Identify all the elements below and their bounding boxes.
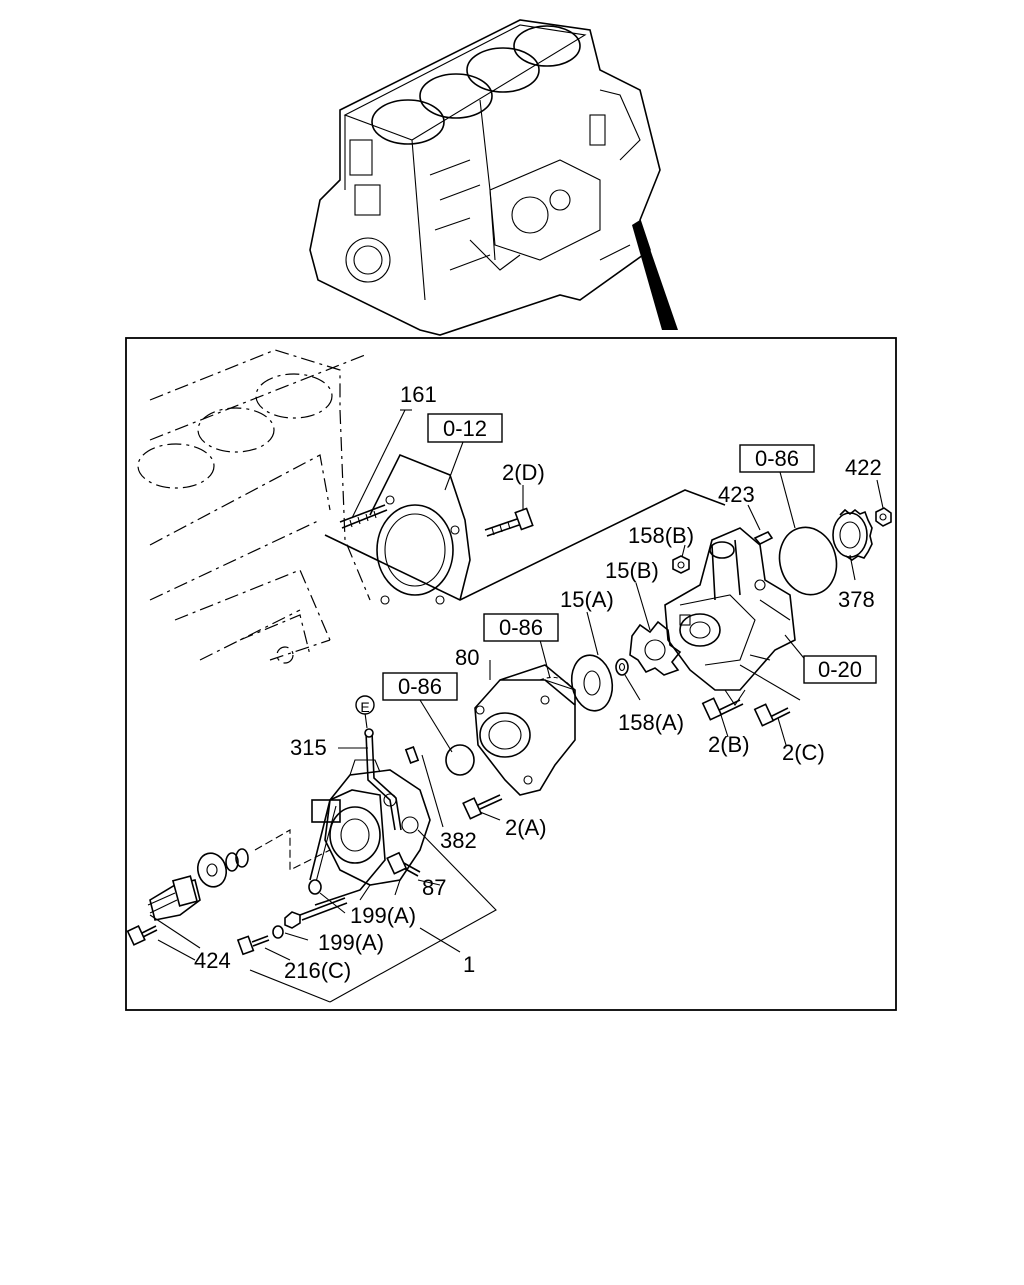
label-15a: 15(A) [560, 587, 614, 612]
label-15b: 15(B) [605, 558, 659, 583]
svg-text:0-86: 0-86 [398, 674, 442, 699]
pipe-87 [309, 789, 386, 906]
label-199a-1: 199(A) [350, 903, 416, 928]
bolt-2a [462, 794, 503, 820]
label-87: 87 [422, 875, 446, 900]
label-2a: 2(A) [505, 815, 547, 840]
bolt-216c [236, 935, 270, 956]
svg-text:0-12: 0-12 [443, 416, 487, 441]
label-158b: 158(B) [628, 523, 694, 548]
ref-box-0-12[interactable]: 0-12 [427, 413, 503, 443]
svg-text:0-86: 0-86 [499, 615, 543, 640]
bolt-2c [753, 703, 791, 727]
svg-text:0-86: 0-86 [755, 446, 799, 471]
detail-frame [125, 337, 897, 1011]
label-315: 315 [290, 735, 327, 760]
ref-box-0-20[interactable]: 0-20 [803, 655, 877, 684]
assembly-phantom-line [254, 829, 331, 871]
bolt-2b [701, 697, 744, 721]
o-ring-housing [539, 676, 573, 689]
label-199a-2: 199(A) [318, 930, 384, 955]
nut-422 [875, 507, 892, 527]
label-161: 161 [400, 382, 437, 407]
label-422: 422 [845, 455, 882, 480]
stud-161 [339, 504, 388, 529]
leader-lines [149, 409, 884, 1003]
engine-block-phantom [137, 349, 371, 664]
nut-158b [672, 555, 690, 574]
ref-box-0-86-mid[interactable]: 0-86 [483, 613, 559, 642]
pipe-315 [364, 728, 402, 831]
label-1: 1 [463, 952, 475, 977]
label-216c: 216(C) [284, 958, 351, 983]
injection-pump-body [311, 759, 431, 901]
vacuum-pump-body [664, 527, 796, 706]
o-ring-pump [778, 526, 838, 596]
bolt-424 [126, 925, 158, 946]
label-423: 423 [718, 482, 755, 507]
ref-box-0-86-left[interactable]: 0-86 [382, 672, 458, 701]
solenoid-424 [147, 848, 249, 921]
gear-378 [832, 508, 873, 561]
label-424: 424 [194, 948, 231, 973]
ref-box-0-86-top[interactable]: 0-86 [739, 444, 815, 473]
marker-e: E [355, 695, 375, 715]
banjo-bolt [284, 897, 348, 929]
nut-158a [615, 658, 629, 676]
label-382: 382 [440, 828, 477, 853]
label-80: 80 [455, 645, 479, 670]
svg-text:E: E [360, 699, 369, 715]
engine-overview-illustration [309, 19, 678, 336]
label-158a: 158(A) [618, 710, 684, 735]
housing-80 [474, 664, 576, 796]
o-ring-pump-left [445, 744, 475, 776]
key-423 [753, 530, 774, 545]
washer-199a-1 [308, 879, 322, 895]
bolt-2d [484, 507, 534, 537]
part-labels: 161 2(D) 423 422 158(B) 15(B) 15(A) 378 … [194, 382, 882, 983]
pin-382 [404, 746, 420, 764]
label-378: 378 [838, 587, 875, 612]
label-2b: 2(B) [708, 732, 750, 757]
gear-case-plate [324, 453, 726, 605]
label-2d: 2(D) [502, 460, 545, 485]
svg-text:0-20: 0-20 [818, 657, 862, 682]
coupling-15a [570, 654, 614, 712]
label-2c: 2(C) [782, 740, 825, 765]
washer-199a-2 [272, 925, 284, 939]
bolt-87 [386, 851, 421, 877]
coupling-15b [629, 620, 682, 676]
